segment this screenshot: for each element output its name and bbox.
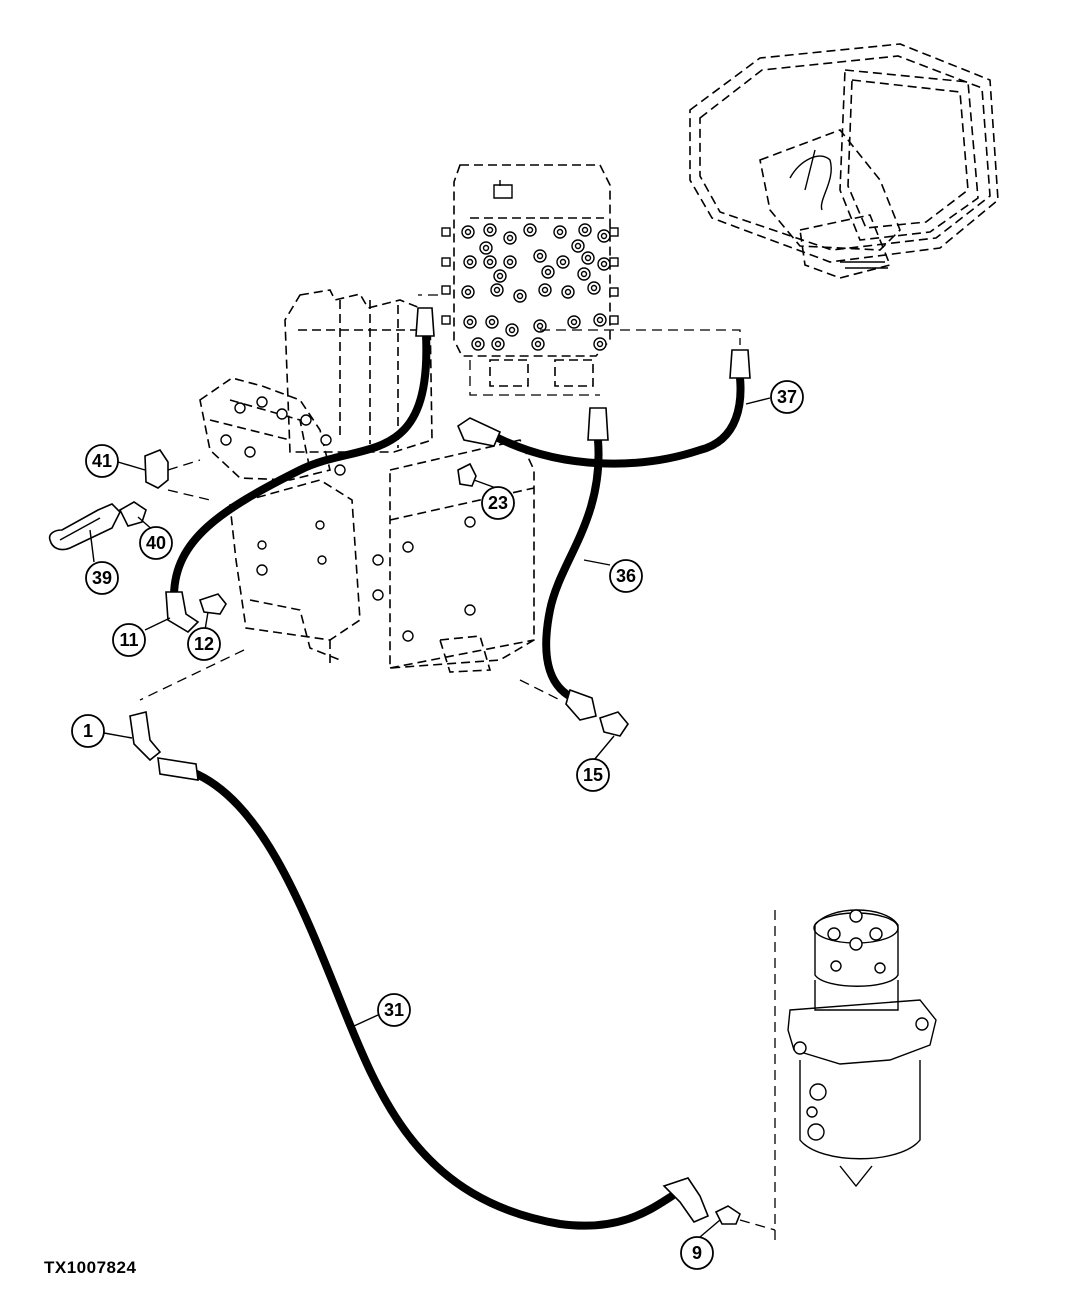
callout-40: 40 [139,526,173,560]
pilot-port-center [486,226,494,234]
pilot-valve-foot-left [489,359,529,387]
fitting-1 [129,711,162,762]
pilot-port-center [556,228,564,236]
pilot-mount-tab [441,257,451,267]
callout-12-label: 12 [194,634,214,654]
callout-9: 9 [680,1236,714,1270]
machine-silhouette [689,43,999,279]
pilot-valve-foot-right [554,359,594,387]
fitting-23 [457,462,477,487]
pilot-port-center [474,340,482,348]
callout-23: 23 [481,486,515,520]
pilot-mount-tab [441,285,451,295]
callout-9-label: 9 [692,1243,702,1263]
pilot-port-center [590,284,598,292]
pilot-port-center [506,234,514,242]
pilot-port-center [496,272,504,280]
callout-39: 39 [85,561,119,595]
callout-40-label: 40 [146,533,166,553]
fitting-41 [144,449,169,489]
pilot-port-center [600,260,608,268]
center-joint [739,909,937,1245]
pilot-port-center [493,286,501,294]
hose-37 [490,374,745,468]
fitting-40 [118,501,147,527]
hose-31 [188,768,676,1230]
pilot-mount-tab [609,287,619,297]
pilot-port-center [536,252,544,260]
hose-36 [542,436,603,704]
pilot-mount-tab [609,227,619,237]
pilot-port-center [526,226,534,234]
callout-41-label: 41 [92,451,112,471]
pilot-port-center [541,286,549,294]
fitting-12 [198,593,227,615]
callout-11: 11 [112,623,146,657]
pilot-port-center [559,258,567,266]
fittings [48,449,741,1225]
pilot-port-center [580,270,588,278]
pilot-mount-tab [441,227,451,237]
pilot-valve-block [418,164,741,396]
pilot-port-center [486,258,494,266]
pilot-port-center [570,318,578,326]
pilot-port-center [464,288,472,296]
pilot-port-center [564,288,572,296]
callout-1-label: 1 [83,721,93,741]
callout-37: 37 [770,380,804,414]
pilot-port-center [466,258,474,266]
pilot-port-center [494,340,502,348]
callout-39-label: 39 [92,568,112,588]
pilot-mount-tab [609,257,619,267]
pilot-port-center [536,322,544,330]
callout-15: 15 [576,758,610,792]
callout-37-label: 37 [777,387,797,407]
callout-36: 36 [609,559,643,593]
callout-36-label: 36 [616,566,636,586]
pilot-port-center [596,316,604,324]
pilot-port-center [464,228,472,236]
pilot-port-center [506,258,514,266]
pilot-port-center [584,254,592,262]
callout-41: 41 [85,444,119,478]
callouts: 41 40 39 11 12 23 36 37 [71,380,804,1270]
pilot-port-center [581,226,589,234]
pilot-valve-ports [441,223,619,351]
pilot-port-center [596,340,604,348]
hose-11 [170,331,431,599]
pilot-port-center [466,318,474,326]
fitting-15 [599,711,629,737]
pilot-port-center [488,318,496,326]
pilot-port-center [482,244,490,252]
pilot-port-center [534,340,542,348]
control-valve [139,289,561,701]
callout-31: 31 [377,993,411,1027]
pilot-mount-tab [441,315,451,325]
pilot-mount-tab [609,315,619,325]
callout-11-label: 11 [119,630,138,650]
figure-id: TX1007824 [44,1258,137,1277]
pilot-port-center [600,232,608,240]
fitting-9 [714,1205,741,1225]
callout-31-label: 31 [384,1000,404,1020]
pilot-port-center [508,326,516,334]
pilot-port-center [516,292,524,300]
pilot-port-center [544,268,552,276]
callout-12: 12 [187,627,221,661]
hoses [157,307,751,1230]
pilot-port-center [574,242,582,250]
callout-15-label: 15 [583,765,603,785]
callout-1: 1 [71,714,105,748]
callout-23-label: 23 [488,493,508,513]
